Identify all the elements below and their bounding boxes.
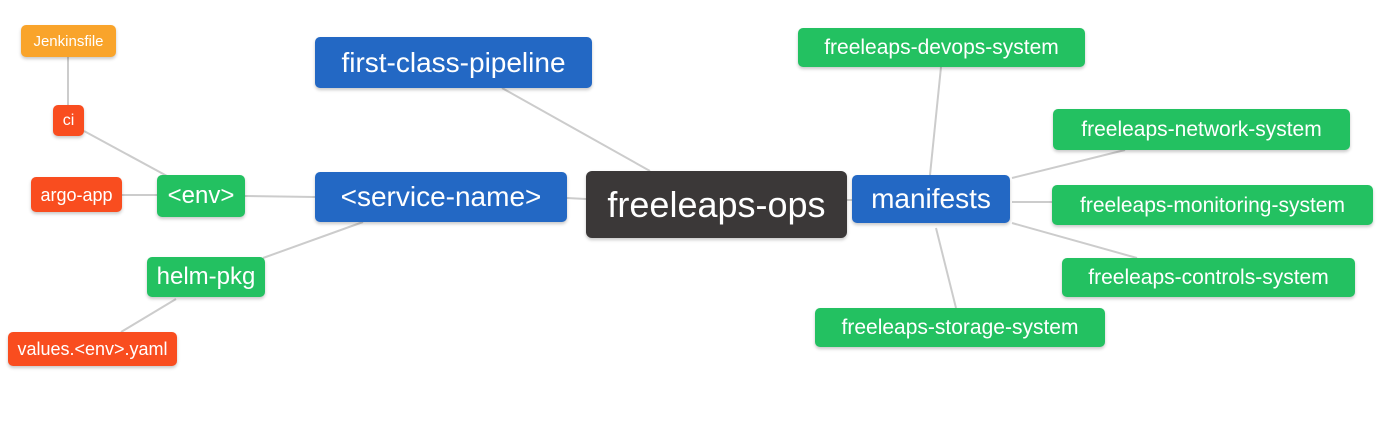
edge-values-helmpkg [120,298,177,333]
node-freeleaps-network-system[interactable]: freeleaps-network-system [1053,109,1350,150]
node-manifests[interactable]: manifests [852,175,1010,223]
node-freeleaps-storage-system[interactable]: freeleaps-storage-system [815,308,1105,347]
node-freeleaps-controls-system[interactable]: freeleaps-controls-system [1062,258,1355,297]
node-freeleaps-ops-root[interactable]: freeleaps-ops [586,171,847,238]
node-argo-app[interactable]: argo-app [31,177,122,212]
node-values-env-yaml[interactable]: values.<env>.yaml [8,332,177,366]
node-jenkinsfile[interactable]: Jenkinsfile [21,25,116,57]
edge-ci-env [83,130,168,177]
edge-manifests-devops [929,66,942,176]
node-helm-pkg[interactable]: helm-pkg [147,257,265,297]
edge-manifests-controls [1011,222,1138,259]
node-first-class-pipeline[interactable]: first-class-pipeline [315,37,592,88]
node-env[interactable]: <env> [157,175,245,217]
node-service-name[interactable]: <service-name> [315,172,567,222]
node-freeleaps-monitoring-system[interactable]: freeleaps-monitoring-system [1052,185,1373,225]
node-ci[interactable]: ci [53,105,84,136]
edge-env-servicename [244,195,316,198]
edge-servicename-ops [566,197,587,200]
node-freeleaps-devops-system[interactable]: freeleaps-devops-system [798,28,1085,67]
edge-manifests-storage [935,227,957,309]
edge-firstclass-ops [501,87,651,172]
edge-manifests-network [1011,149,1126,179]
edge-helmpkg-servicename [262,221,364,259]
